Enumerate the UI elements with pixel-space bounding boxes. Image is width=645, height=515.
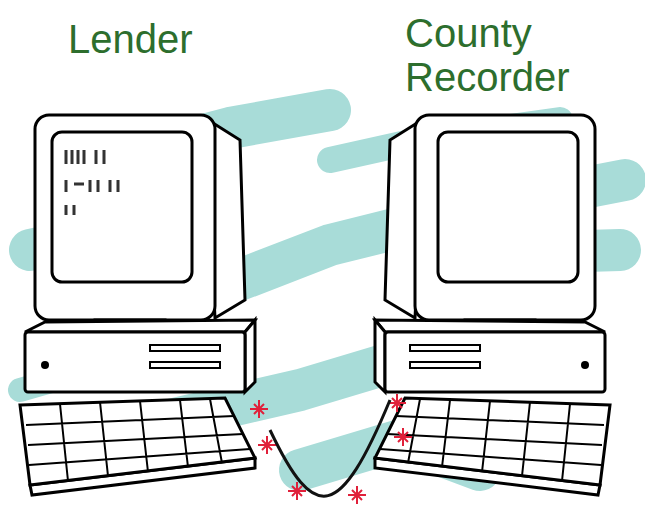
screen-marks xyxy=(66,150,118,215)
network-cable xyxy=(270,400,390,496)
recorder-computer xyxy=(375,115,610,495)
cable-sparks xyxy=(250,394,412,504)
lender-computer xyxy=(20,115,255,495)
computer-node: Lender xyxy=(20,5,270,505)
computer-node: County Recorder xyxy=(390,5,640,505)
node-label: County Recorder xyxy=(405,11,615,99)
node-label: Lender xyxy=(68,17,268,61)
